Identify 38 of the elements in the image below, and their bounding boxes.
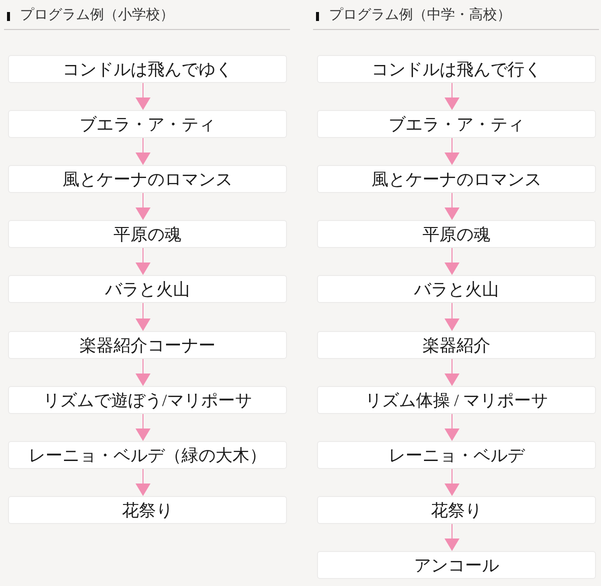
program-box: 風とケーナのロマンス (317, 165, 596, 193)
program-box: コンドルは飛んで行く (317, 55, 596, 83)
program-box: リズムで遊ぼう/マリポーサ (8, 386, 287, 414)
arrow (444, 138, 460, 166)
program-box: リズム体操 / マリポーサ (317, 386, 596, 414)
program-box: コンドルは飛んでゆく (8, 55, 287, 83)
program-box: 平原の魂 (317, 220, 596, 248)
program-box: ブエラ・ア・ティ (317, 110, 596, 138)
program-box: アンコール (317, 551, 596, 579)
arrow (444, 524, 460, 552)
section-heading: プログラム例（小学校） (20, 7, 174, 25)
program-box: 花祭り (8, 496, 287, 524)
arrow (136, 468, 150, 496)
arrow (444, 302, 460, 332)
arrow (444, 468, 460, 496)
arrow (136, 414, 150, 442)
arrow (136, 82, 150, 110)
arrow (136, 358, 150, 386)
arrow (136, 192, 150, 220)
program-box: レーニョ・ベルデ（緑の大木） (8, 441, 287, 469)
section-heading: プログラム例（中学・高校） (329, 7, 511, 25)
arrow (444, 358, 460, 386)
arrow (136, 302, 150, 332)
program-box: バラと火山 (317, 275, 596, 303)
program-box: 楽器紹介 (317, 331, 596, 359)
arrow (444, 82, 460, 110)
program-box: 楽器紹介コーナー (8, 331, 287, 359)
arrow (136, 248, 150, 276)
arrow (136, 138, 150, 166)
program-box: 平原の魂 (8, 220, 287, 248)
arrow (444, 414, 460, 442)
program-box: バラと火山 (8, 275, 287, 303)
program-box: レーニョ・ベルデ (317, 441, 596, 469)
arrow (444, 248, 460, 276)
program-box: 花祭り (317, 496, 596, 524)
program-box: 風とケーナのロマンス (8, 165, 287, 193)
arrow (444, 192, 460, 220)
program-box: ブエラ・ア・ティ (8, 110, 287, 138)
